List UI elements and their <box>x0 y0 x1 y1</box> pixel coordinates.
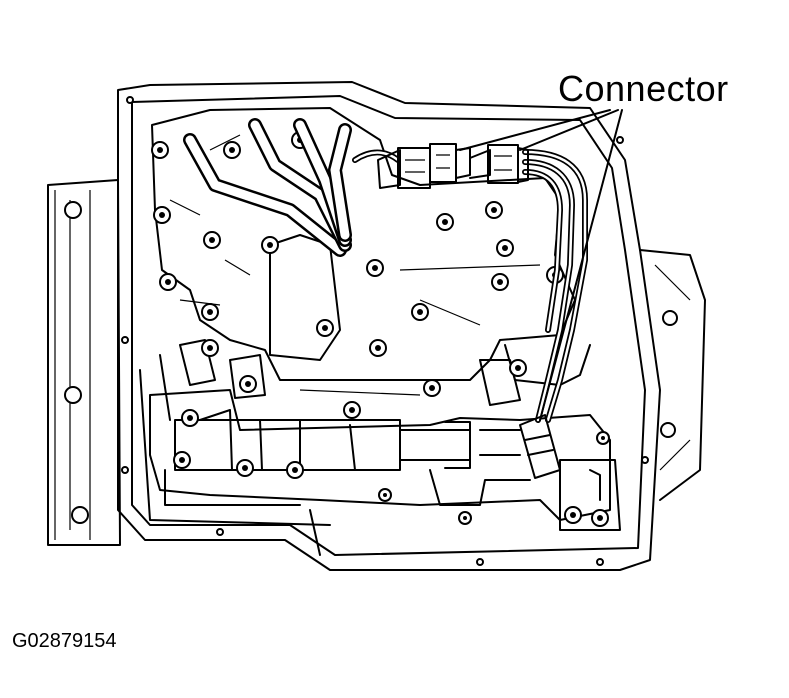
transmission-case-flange <box>117 81 661 571</box>
figure-code: G02879154 <box>12 630 117 652</box>
connector-callout-label: Connector <box>558 68 729 109</box>
leader-lines <box>459 109 623 421</box>
oil-tubes <box>183 118 352 257</box>
transmission-housing <box>47 179 706 546</box>
three-pin-connectors <box>377 143 529 189</box>
solenoid-wiring-harness <box>352 149 588 479</box>
valve-body <box>139 107 621 556</box>
